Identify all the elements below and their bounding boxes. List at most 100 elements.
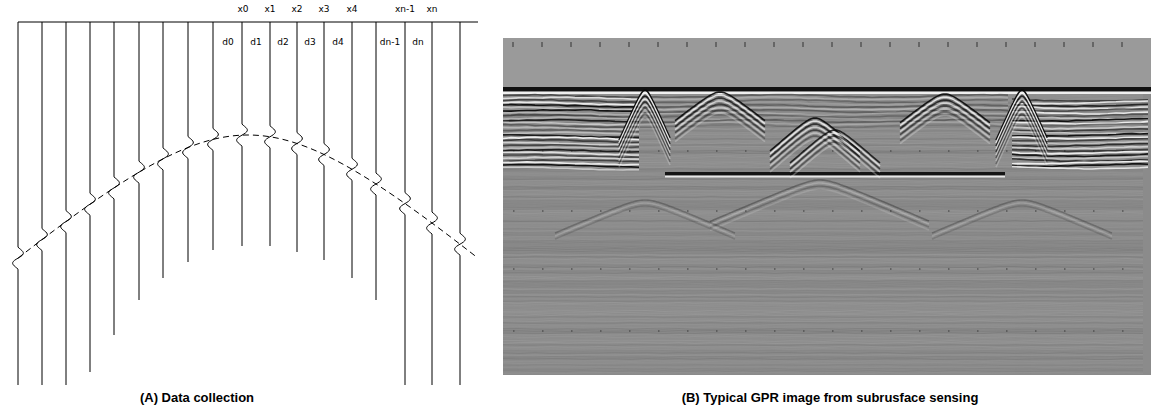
texture	[503, 252, 1143, 254]
texture	[503, 296, 1143, 298]
texture	[503, 350, 1143, 352]
texture	[503, 228, 1143, 230]
trace	[371, 22, 382, 300]
texture	[503, 330, 1143, 332]
trace	[427, 22, 438, 385]
texture	[503, 288, 1143, 290]
reflection-band	[1012, 166, 1148, 169]
position-label: x3	[318, 5, 329, 14]
grid-dot	[600, 268, 602, 270]
hyperbola-reflection	[675, 113, 765, 142]
hyperbola-reflection	[932, 203, 1112, 236]
texture	[503, 248, 1143, 250]
grid-dot	[542, 330, 544, 332]
texture	[503, 194, 1143, 196]
tick	[687, 42, 688, 47]
texture	[503, 270, 1143, 272]
texture	[503, 286, 1143, 288]
grid-dot	[977, 268, 979, 270]
texture	[503, 332, 1143, 334]
trace	[13, 22, 24, 385]
hyperbola-reflection	[555, 203, 735, 236]
position-label: xn-1	[395, 5, 415, 14]
distance-label: dn	[412, 38, 423, 47]
trace	[134, 22, 145, 300]
texture	[503, 362, 1143, 364]
grid-dot	[542, 210, 544, 212]
grid-dot	[542, 268, 544, 270]
texture	[503, 354, 1143, 356]
image-ground	[503, 38, 1151, 375]
reflection-band	[503, 167, 639, 170]
hyperbola	[18, 135, 477, 258]
grid-dot	[919, 150, 921, 152]
reflection-band	[1012, 149, 1148, 151]
grid-dot	[1122, 330, 1124, 332]
hyperbola-reflection	[996, 114, 1047, 164]
texture	[503, 232, 1143, 234]
texture	[503, 266, 1143, 268]
trace	[37, 22, 48, 385]
texture	[503, 372, 1143, 374]
texture	[503, 346, 1143, 348]
grid-dot	[803, 210, 805, 212]
texture	[503, 244, 1143, 246]
grid-dot	[571, 330, 573, 332]
texture	[503, 306, 1143, 308]
grid-dot	[716, 150, 718, 152]
grid-dot	[1035, 268, 1037, 270]
grid-dot	[1093, 330, 1095, 332]
grid-dot	[658, 210, 660, 212]
trace	[347, 22, 358, 278]
grid-dot	[745, 330, 747, 332]
texture	[503, 312, 1143, 314]
grid-dot	[803, 268, 805, 270]
distance-label: d1	[250, 38, 261, 47]
texture	[503, 246, 1143, 248]
texture	[503, 360, 1143, 362]
texture	[503, 278, 1143, 280]
grid-dot	[861, 330, 863, 332]
texture	[503, 262, 1143, 264]
texture	[503, 276, 1143, 278]
grid-dot	[803, 330, 805, 332]
tick	[513, 42, 514, 47]
tick	[890, 42, 891, 47]
texture	[503, 358, 1143, 360]
grid-dot	[890, 150, 892, 152]
grid-dot	[1035, 330, 1037, 332]
gpr-image	[503, 38, 1151, 375]
data-collection-sketch	[13, 22, 478, 385]
grid-dot	[890, 268, 892, 270]
texture	[503, 268, 1143, 270]
distance-label: d2	[277, 38, 288, 47]
texture	[503, 250, 1143, 252]
position-label: x0	[237, 5, 248, 14]
texture	[503, 320, 1143, 322]
grid-dot	[1064, 330, 1066, 332]
grid-dot	[716, 268, 718, 270]
grid-dot	[716, 210, 718, 212]
texture	[503, 316, 1143, 318]
tick	[1122, 42, 1123, 47]
grid-dot	[629, 268, 631, 270]
texture	[503, 222, 1143, 224]
tick	[716, 42, 717, 47]
reflection-band	[1012, 164, 1148, 167]
texture	[503, 190, 1143, 192]
tick	[1035, 42, 1036, 47]
tick	[571, 42, 572, 47]
interface-line	[665, 176, 1005, 178]
grid-dot	[600, 330, 602, 332]
trace	[85, 22, 96, 372]
grid-dot	[919, 210, 921, 212]
texture	[503, 196, 1143, 198]
trace	[208, 22, 219, 250]
grid-dot	[977, 330, 979, 332]
texture	[503, 292, 1143, 294]
grid-dot	[1006, 150, 1008, 152]
texture	[503, 352, 1143, 354]
tick	[919, 42, 920, 47]
